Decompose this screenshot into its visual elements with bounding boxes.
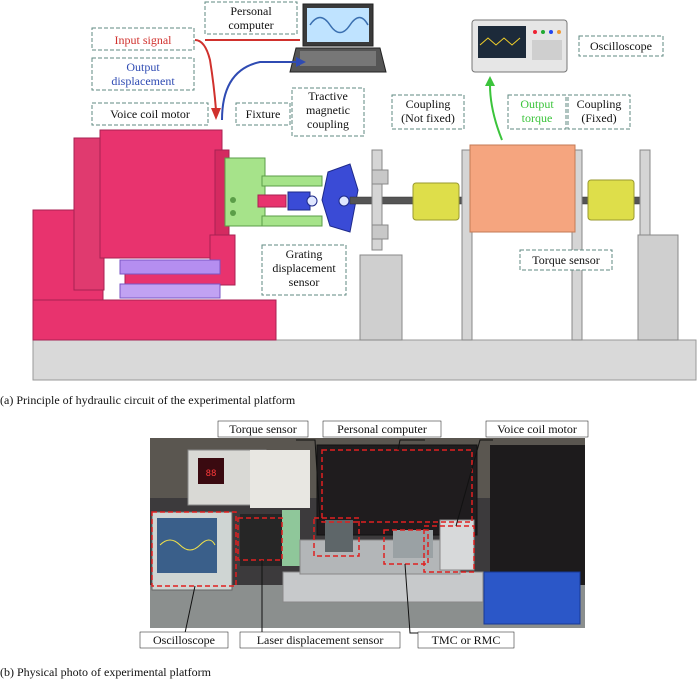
laptop-icon — [289, 3, 387, 73]
plate-voice-coil-motor — [485, 420, 589, 438]
photo-label-voice-coil-motor: Voice coil motor — [497, 422, 577, 436]
torque-support-left — [461, 149, 473, 341]
support-left-bracket-2 — [371, 224, 389, 240]
label-box-oscilloscope — [578, 35, 664, 57]
photo-pc-tower — [490, 445, 585, 585]
photo-platform-rail — [282, 571, 484, 603]
magnetic-bolt-2 — [338, 195, 350, 207]
photo-label-torque-sensor: Torque sensor — [229, 422, 296, 436]
label-input-signal: Input signal — [115, 33, 173, 47]
photo-tmc — [393, 530, 433, 558]
torque-sensor-body — [469, 144, 576, 233]
label-box-output-torque — [507, 94, 567, 130]
plate-torque-sensor — [217, 420, 309, 438]
input-arrowhead — [211, 108, 221, 120]
plate-oscilloscope — [139, 631, 229, 649]
output-displacement-arrow — [221, 61, 298, 121]
leader-tmc — [404, 563, 420, 634]
label-torque-sensor: Torque sensor — [532, 253, 599, 267]
plate-laser-sensor — [239, 631, 401, 649]
label-box-voice-coil — [91, 102, 209, 126]
photo-label-tmc-rmc: TMC or RMC — [432, 633, 501, 647]
coupling-fixed — [587, 179, 635, 221]
physical-photo: 88 — [139, 420, 589, 649]
highlight-voice-coil — [423, 525, 475, 573]
photo-platform-plate — [299, 539, 461, 575]
highlight-tmc — [383, 529, 429, 565]
label-box-coupling-not-fixed — [391, 94, 465, 130]
caption-part-a: (a) Principle of hydraulic circuit of th… — [0, 393, 296, 407]
photo-power-display — [198, 458, 224, 484]
grating-sensor-block — [119, 259, 221, 275]
support-right-pillar — [637, 234, 679, 341]
photo-label-laser-sensor: Laser displacement sensor — [257, 633, 384, 647]
photo-label-personal-computer: Personal computer — [337, 422, 427, 436]
voice-coil-motor-body — [99, 129, 223, 259]
label-box-fixture — [235, 102, 291, 126]
label-oscilloscope: Oscilloscope — [590, 39, 652, 53]
label-box-coupling-fixed — [567, 94, 631, 130]
photo-oscilloscope-screen — [157, 518, 217, 573]
highlight-oscilloscope — [151, 511, 237, 587]
output-torque-arrowhead — [485, 76, 495, 86]
photo-power-digits: 88 — [206, 469, 217, 479]
label-voice-coil-motor: Voice coil motor — [110, 107, 190, 121]
highlight-torque-sensor — [313, 517, 360, 557]
magnetic-bolt — [306, 195, 318, 207]
fixture-screw-2 — [230, 210, 236, 216]
plate-tmc-rmc — [417, 631, 515, 649]
photo-oscilloscope-trace — [159, 539, 216, 551]
photo-blue-controller — [483, 571, 581, 625]
output-torque-arrow — [489, 84, 503, 141]
torque-support-right — [571, 149, 583, 341]
plate-personal-computer — [322, 420, 442, 438]
highlight-personal-computer — [321, 449, 473, 523]
fixture-arm-bottom — [261, 215, 323, 227]
label-box-magnetic — [291, 87, 365, 137]
fixture-screw — [230, 197, 236, 203]
leader-personal-computer — [397, 439, 425, 451]
highlight-laser — [237, 517, 283, 561]
label-box-grating — [261, 244, 347, 296]
support-left-bracket — [371, 169, 389, 185]
base-plate — [32, 339, 697, 381]
support-left-pillar — [359, 254, 403, 341]
fixture-block — [224, 157, 266, 227]
oscilloscope-icon — [471, 19, 568, 73]
motor-base-block — [32, 299, 277, 341]
input-signal-arrow — [194, 39, 217, 111]
photo-torque-sensor — [325, 520, 353, 552]
support-right-upper — [639, 149, 651, 241]
label-coupling-not-fixed: Coupling(Not fixed) — [401, 97, 455, 125]
photo-voice-coil — [439, 519, 475, 571]
label-box-torque-sensor — [519, 249, 613, 271]
photo-label-oscilloscope: Oscilloscope — [153, 633, 215, 647]
grating-sensor-base — [119, 283, 221, 299]
label-box-output-displacement — [91, 57, 195, 91]
support-left-upper — [371, 149, 383, 251]
fixture-arm-top — [261, 175, 323, 187]
caption-part-b: (b) Physical photo of experimental platf… — [0, 665, 211, 679]
label-box-personal-computer — [204, 1, 298, 35]
motor-side-plate — [73, 137, 105, 291]
leader-voice-coil — [455, 439, 493, 527]
coupling-not-fixed — [412, 182, 460, 221]
output-disp-arrowhead — [296, 57, 306, 67]
label-coupling-fixed: Coupling(Fixed) — [577, 97, 622, 125]
label-fixture: Fixture — [246, 107, 281, 121]
photo-white-bracket — [250, 450, 310, 508]
label-box-input-signal — [91, 27, 195, 51]
leader-torque-sensor — [296, 439, 321, 521]
pink-shaft — [257, 194, 287, 208]
photo-green-board — [282, 510, 300, 566]
